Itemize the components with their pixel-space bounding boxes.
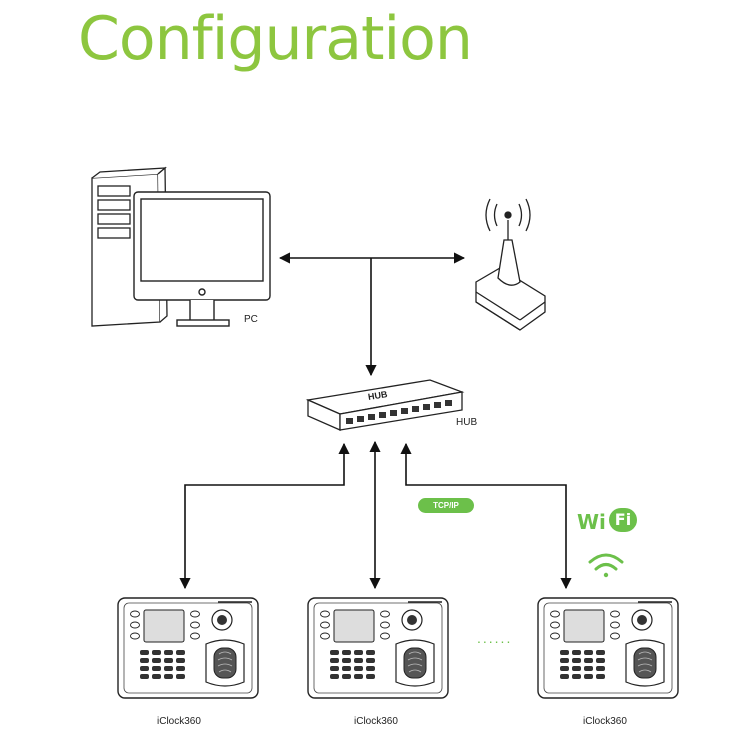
- pc-monitor-icon: [133, 191, 271, 327]
- wifi-logo-wi: Wi: [577, 510, 606, 534]
- antenna-icon: [475, 198, 546, 331]
- pc-label: PC: [244, 314, 258, 325]
- device-label-2: iClock360: [354, 716, 398, 727]
- device-label-3: iClock360: [583, 716, 627, 727]
- iclock-device-1: [117, 597, 259, 699]
- device-label-1: iClock360: [157, 716, 201, 727]
- wifi-waves-icon: [588, 553, 624, 578]
- hub-label: HUB: [456, 417, 478, 428]
- network-links: [179, 252, 572, 590]
- tcpip-badge: TCP/IP: [418, 498, 474, 513]
- hub-device-label: HUB: [367, 389, 388, 402]
- iclock-device-2: [307, 597, 449, 699]
- page-title: Configuration: [78, 4, 473, 74]
- hub-switch-icon: HUB: [305, 379, 465, 431]
- iclock-device-3: [537, 597, 679, 699]
- wifi-logo-fi: Fi: [609, 508, 637, 532]
- more-devices-ellipsis: ......: [477, 630, 513, 646]
- wifi-logo: Wi Fi: [577, 508, 637, 534]
